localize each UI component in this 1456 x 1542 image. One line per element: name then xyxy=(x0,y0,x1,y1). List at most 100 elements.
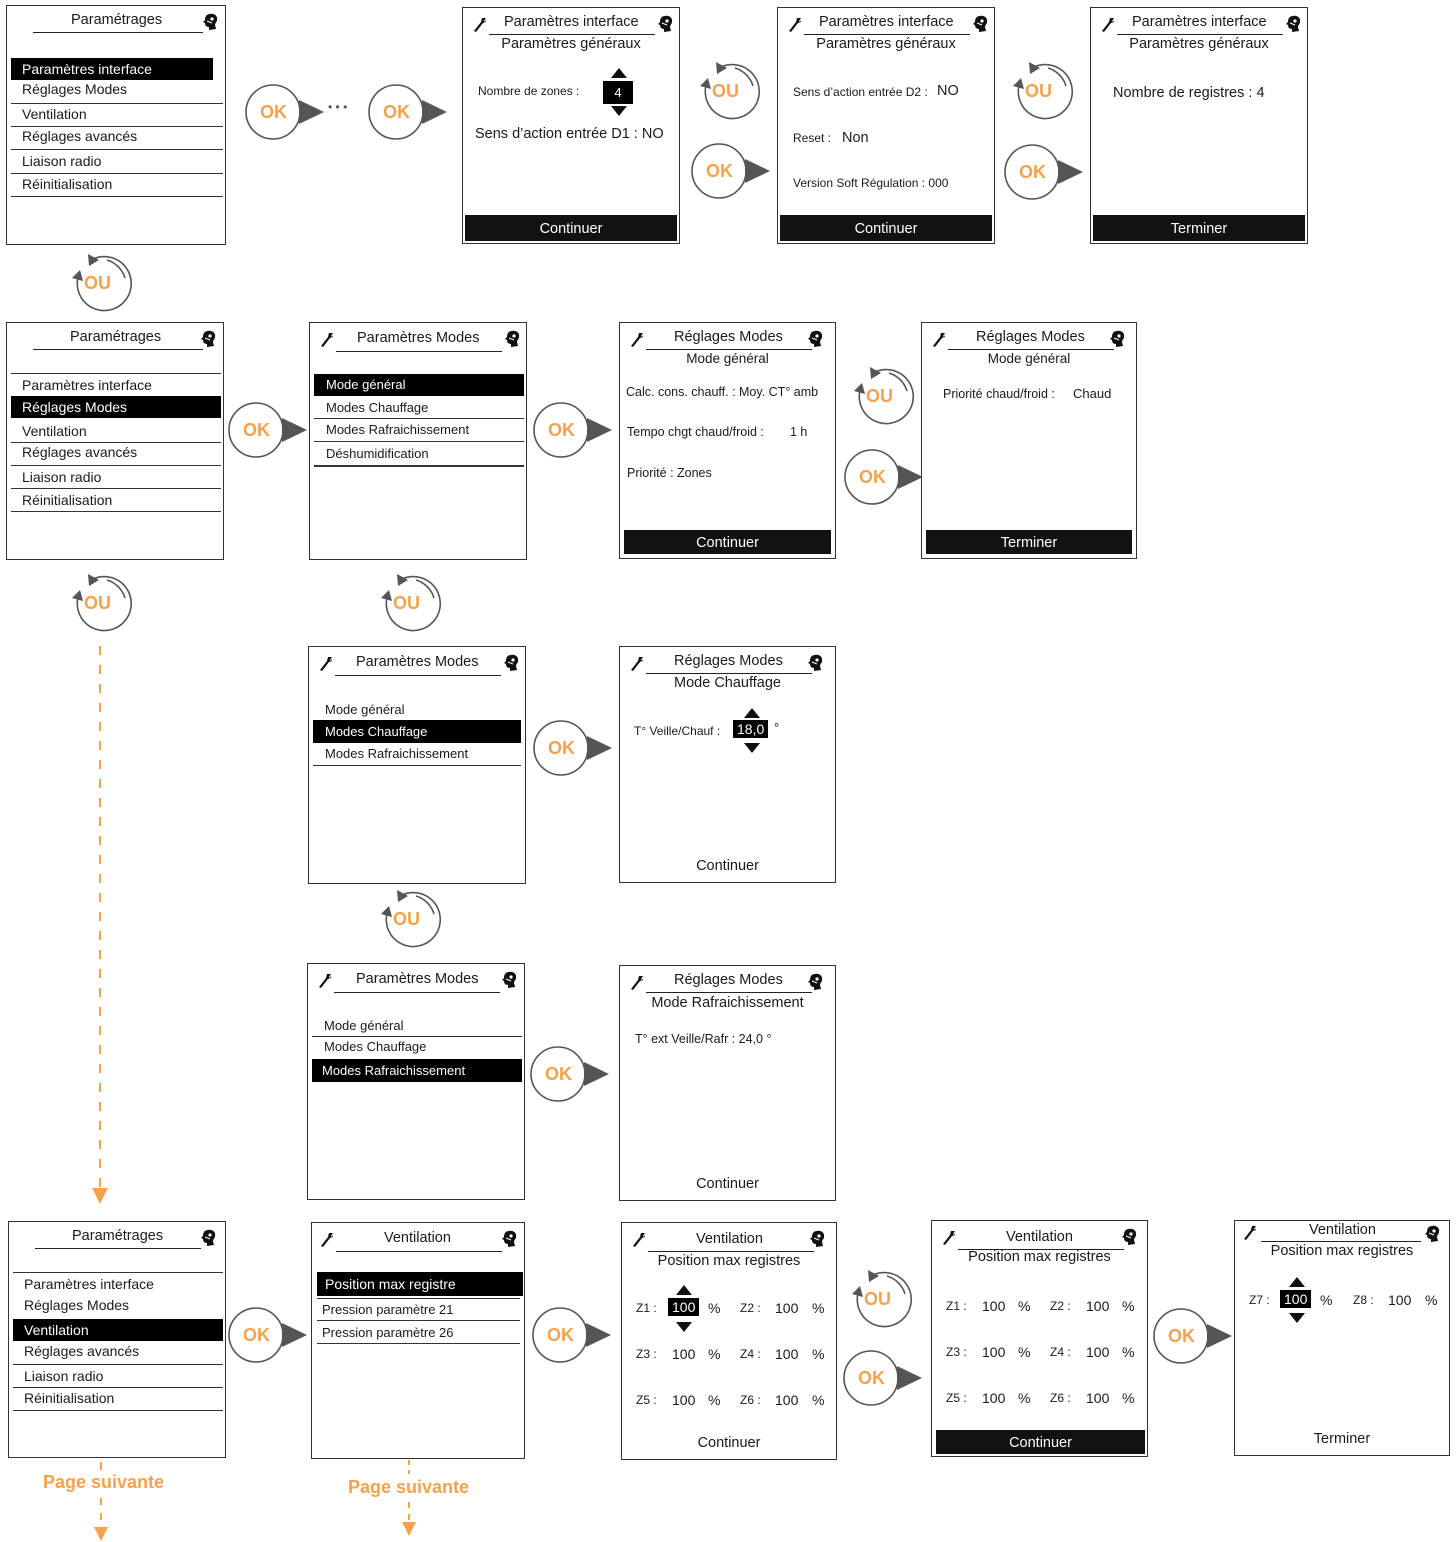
menu-item-ventilation[interactable]: Ventilation xyxy=(22,106,87,122)
ok-button[interactable]: OK xyxy=(1152,1306,1234,1366)
ok-button[interactable]: OK xyxy=(367,82,449,142)
menu-item-parametres-interface[interactable]: Paramètres interface xyxy=(22,377,152,393)
menu-item-reglages-modes[interactable]: Réglages Modes xyxy=(24,1297,130,1313)
menu-item-reinitialisation[interactable]: Réinitialisation xyxy=(22,492,113,508)
continuer-button[interactable]: Continuer xyxy=(624,530,831,554)
down-arrow-icon[interactable] xyxy=(744,743,760,753)
menu-item-reglages-avances[interactable]: Réglages avancés xyxy=(22,444,138,460)
zone-value-z1[interactable]: 100 xyxy=(982,1298,1006,1314)
ok-button[interactable]: OK xyxy=(227,400,309,460)
ou-label: OU xyxy=(393,593,420,613)
title-underline xyxy=(335,675,501,676)
zone-label-z7: Z7 : xyxy=(1249,1293,1270,1307)
menu-item-modes-rafraichissement[interactable]: Modes Rafraichissement xyxy=(312,1059,522,1082)
down-arrow-icon[interactable] xyxy=(1289,1313,1305,1323)
menu-item-position-max-registre[interactable]: Position max registre xyxy=(317,1272,523,1296)
menu-item-liaison-radio[interactable]: Liaison radio xyxy=(24,1368,104,1384)
reset-value[interactable]: Non xyxy=(842,130,869,146)
d2-value[interactable]: NO xyxy=(937,83,959,99)
ou-cycle[interactable]: OU xyxy=(695,60,761,122)
zone-value-z6[interactable]: 100 xyxy=(775,1392,799,1408)
veille-label: T° Veille/Chauf : xyxy=(634,724,721,738)
continuer-button[interactable]: Continuer xyxy=(780,215,992,241)
zone-value-z3[interactable]: 100 xyxy=(982,1344,1006,1360)
menu-item-modes-chauffage[interactable]: Modes Chauffage xyxy=(313,720,521,743)
ok-button[interactable]: OK xyxy=(227,1305,309,1365)
zone-value-z3[interactable]: 100 xyxy=(672,1346,696,1362)
menu-item-ventilation[interactable]: Ventilation xyxy=(13,1319,223,1341)
ou-cycle[interactable]: OU xyxy=(847,1268,913,1330)
continuer-button[interactable]: Continuer xyxy=(696,1176,759,1192)
continuer-button[interactable]: Continuer xyxy=(465,215,677,241)
menu-item-reglages-modes[interactable]: Réglages Modes xyxy=(11,396,221,418)
ou-cycle[interactable]: OU xyxy=(376,888,442,950)
divider xyxy=(317,1343,520,1344)
ok-button[interactable]: OK xyxy=(843,447,925,507)
ou-cycle[interactable]: OU xyxy=(376,572,442,634)
menu-item-pression-21[interactable]: Pression paramètre 21 xyxy=(322,1302,454,1317)
registres-count: Nombre de registres : 4 xyxy=(1113,85,1265,101)
zones-value[interactable]: 4 xyxy=(603,81,633,104)
up-arrow-icon[interactable] xyxy=(611,68,627,78)
menu-item-modes-rafraichissement[interactable]: Modes Rafraichissement xyxy=(326,422,470,437)
priorite-value[interactable]: Chaud xyxy=(1073,386,1112,401)
ok-button[interactable]: OK xyxy=(532,718,614,778)
menu-item-parametres-interface[interactable]: Paramètres interface xyxy=(11,58,213,80)
zone-unit: % xyxy=(812,1392,825,1408)
veille-value[interactable]: 18,0 xyxy=(733,720,769,738)
ou-cycle[interactable]: OU xyxy=(849,365,915,427)
menu-item-liaison-radio[interactable]: Liaison radio xyxy=(22,469,102,485)
up-arrow-icon[interactable] xyxy=(744,708,760,718)
menu-item-pression-26[interactable]: Pression paramètre 26 xyxy=(322,1325,454,1340)
ok-button[interactable]: OK xyxy=(531,1305,613,1365)
zone-value-z6[interactable]: 100 xyxy=(1086,1390,1110,1406)
menu-item-modes-rafraichissement[interactable]: Modes Rafraichissement xyxy=(325,746,469,761)
ok-button[interactable]: OK xyxy=(1003,142,1085,202)
zone-value-z4[interactable]: 100 xyxy=(775,1346,799,1362)
menu-item-modes-chauffage[interactable]: Modes Chauffage xyxy=(326,400,429,415)
divider xyxy=(11,373,221,374)
ou-cycle[interactable]: OU xyxy=(67,252,133,314)
terminer-button[interactable]: Terminer xyxy=(926,530,1132,554)
ou-cycle[interactable]: OU xyxy=(1008,60,1074,122)
down-arrow-icon[interactable] xyxy=(611,106,627,116)
up-arrow-icon[interactable] xyxy=(676,1285,692,1295)
menu-item-reinitialisation[interactable]: Réinitialisation xyxy=(22,176,113,192)
menu-item-ventilation[interactable]: Ventilation xyxy=(22,423,87,439)
zone-value-z2[interactable]: 100 xyxy=(1086,1298,1110,1314)
tempo-value[interactable]: 1 h xyxy=(790,425,808,439)
ok-button[interactable]: OK xyxy=(529,1044,611,1104)
menu-item-deshumidification[interactable]: Déshumidification xyxy=(326,446,429,461)
zone-value-z5[interactable]: 100 xyxy=(672,1392,696,1408)
zone-value-z7[interactable]: 100 xyxy=(1280,1290,1312,1308)
down-arrow-icon[interactable] xyxy=(676,1322,692,1332)
menu-item-modes-chauffage[interactable]: Modes Chauffage xyxy=(324,1039,427,1054)
continuer-button[interactable]: Continuer xyxy=(936,1430,1145,1454)
continuer-button[interactable]: Continuer xyxy=(696,858,759,874)
terminer-button: Terminer xyxy=(1313,1431,1371,1447)
continuer-button[interactable]: Continuer xyxy=(697,1435,761,1451)
menu-item-reinitialisation[interactable]: Réinitialisation xyxy=(24,1390,115,1406)
zone-value-z4[interactable]: 100 xyxy=(1086,1344,1110,1360)
menu-item-reglages-avances[interactable]: Réglages avancés xyxy=(22,128,138,144)
ok-button[interactable]: OK xyxy=(532,400,614,460)
menu-item-parametres-interface[interactable]: Paramètres interface xyxy=(24,1276,154,1292)
menu-item-reglages-avances[interactable]: Réglages avancés xyxy=(24,1343,140,1359)
ok-button[interactable]: OK xyxy=(842,1348,924,1408)
menu-item-mode-general[interactable]: Mode général xyxy=(325,702,405,717)
terminer-button[interactable]: Terminer xyxy=(1093,215,1305,241)
menu-item-liaison-radio[interactable]: Liaison radio xyxy=(22,153,102,169)
zone-value-z2[interactable]: 100 xyxy=(775,1300,799,1316)
zone-value-z5[interactable]: 100 xyxy=(982,1390,1006,1406)
menu-item-mode-general[interactable]: Mode général xyxy=(314,374,524,396)
menu-item-reglages-modes[interactable]: Réglages Modes xyxy=(22,81,128,97)
ou-cycle[interactable]: OU xyxy=(67,572,133,634)
ok-button[interactable]: OK xyxy=(244,82,326,142)
wrench-icon xyxy=(318,973,332,989)
zone-value-z8[interactable]: 100 xyxy=(1388,1292,1412,1308)
up-arrow-icon[interactable] xyxy=(1289,1277,1305,1287)
zone-value-z1[interactable]: 100 xyxy=(668,1298,700,1316)
menu-item-mode-general[interactable]: Mode général xyxy=(324,1018,404,1033)
ok-button[interactable]: OK xyxy=(690,141,772,201)
screen-reglages-modes-general-1: Réglages Modes Mode général Calc. cons. … xyxy=(619,322,836,559)
